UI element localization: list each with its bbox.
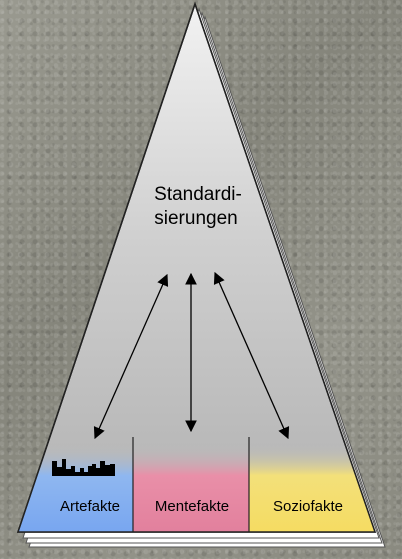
- mentefakte-label: Mentefakte: [155, 498, 229, 515]
- arrow-to-soziofakte: [213, 271, 290, 440]
- pyramid-outline: [16, 1, 377, 533]
- artefakte-label: Artefakte: [60, 498, 120, 515]
- soziofakte-label: Soziofakte: [273, 498, 343, 515]
- center-label-line1: Standardi-: [154, 184, 242, 205]
- arrow-to-artefakte: [93, 273, 169, 440]
- artefakte-box: [18, 445, 133, 532]
- mentefakte-box: [133, 445, 249, 532]
- skyline-icon: [52, 459, 115, 476]
- soziofakte-box: [249, 445, 375, 532]
- center-label-line2: sierungen: [154, 208, 237, 229]
